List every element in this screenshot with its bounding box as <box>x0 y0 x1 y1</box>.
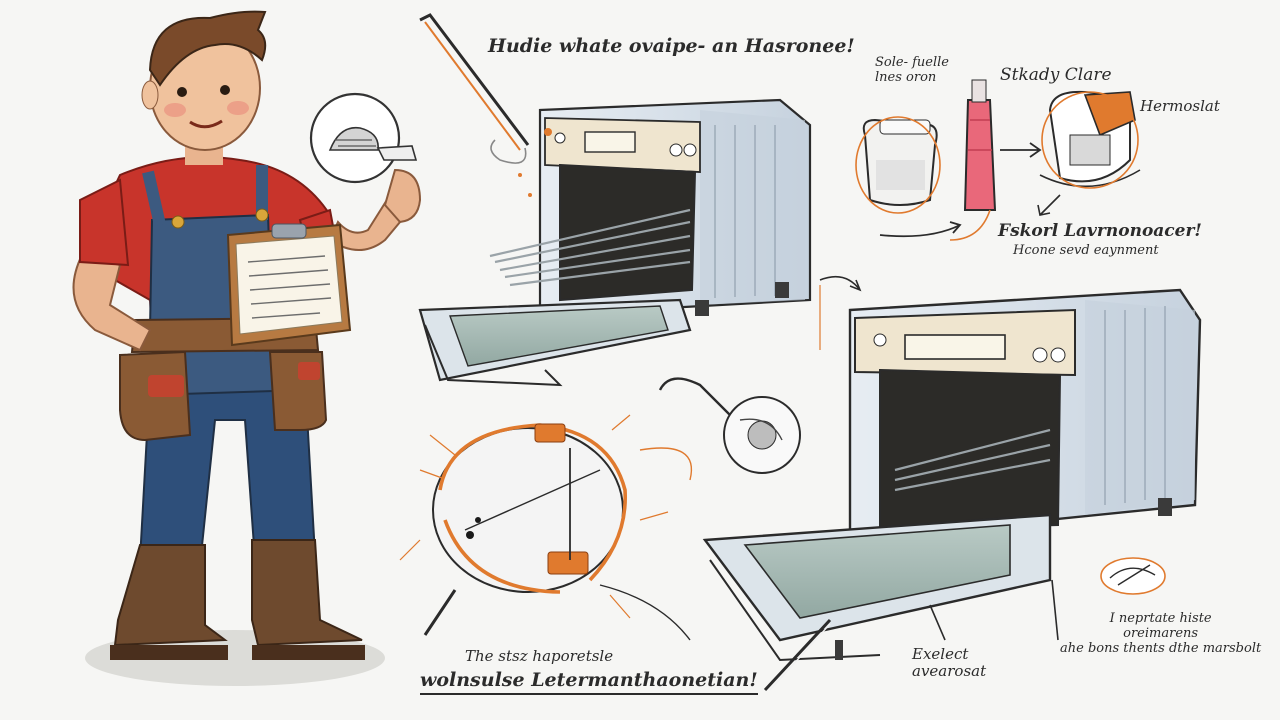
bottom-center-line1-label: The stsz haporetsle <box>465 647 614 665</box>
arrow-icon <box>879 221 962 238</box>
right-mid-sub-label: Hcone sevd eaynment <box>1013 243 1159 258</box>
boot-left <box>113 544 228 647</box>
hair <box>148 10 267 87</box>
bottle-icon <box>963 79 997 211</box>
oven-icon <box>418 98 812 387</box>
bottom-right-effect-label: Exelect avearosat <box>912 645 987 681</box>
clipboard-icon <box>226 223 352 347</box>
boot-right <box>251 539 363 647</box>
arrow-icon <box>1000 142 1042 158</box>
heating-element-icon <box>399 414 692 641</box>
top-right-header-label: Stkady Clare <box>1000 65 1112 85</box>
thermostat-icon <box>1039 90 1141 189</box>
fan-icon <box>1100 557 1166 595</box>
probe-icon <box>309 92 418 184</box>
arrow-icon <box>1037 194 1061 216</box>
top-title-label: Hudie whate ovaipe- an Hasronee! <box>488 35 855 57</box>
technician-figure <box>72 10 422 686</box>
top-right-note-label: Sole- fuelle lnes oron <box>875 55 949 85</box>
jar-icon <box>855 116 941 214</box>
thermostat-label: Hermoslat <box>1140 97 1220 115</box>
arrow-icon <box>819 275 862 292</box>
arrow-icon <box>419 13 552 197</box>
bottom-center-line2-label: wolnsulse Letermanthaonetian! <box>420 669 758 695</box>
bottom-right-note-label: I neprtate histe oreimarens ahe bons the… <box>1060 611 1262 656</box>
right-mid-heading-label: Fskorl Lavrnonoacer! <box>998 221 1202 241</box>
oven-icon <box>702 288 1202 662</box>
fan-icon <box>658 377 801 474</box>
